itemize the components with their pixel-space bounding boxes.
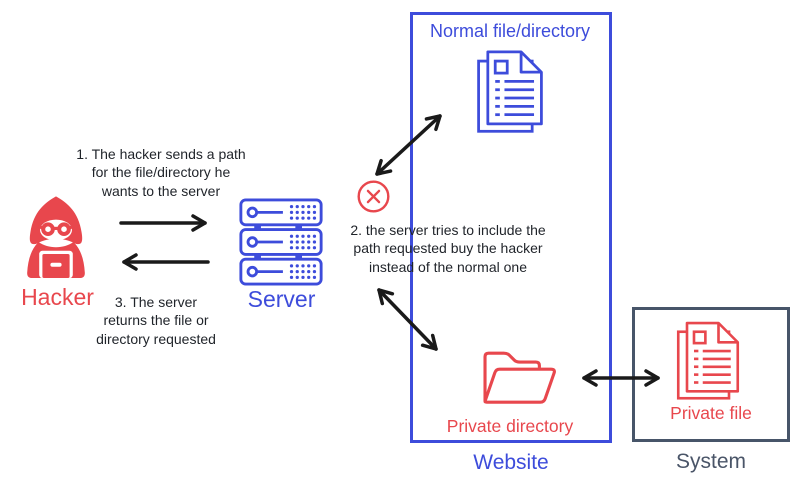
x-circle-icon [355,178,392,215]
private-file-label: Private file [670,403,752,423]
folder-icon [477,344,559,414]
website-label: Website [473,451,549,474]
document-stack-icon [473,50,547,135]
step1-text: 1. The hacker sends a path for the file/… [76,146,246,199]
arrow-server-normal-file [375,114,442,176]
normal-file-label: Normal file/directory [429,21,591,41]
step2-text: 2. the server tries to include the path … [350,222,546,275]
hacker-label: Hacker [21,284,94,310]
arrow-server-private-directory [377,288,438,351]
server-rack-icon [238,198,324,286]
server-label: Server [247,286,316,312]
step3-text: 3. The server returns the file or direct… [96,294,216,347]
hacker-icon [16,194,96,290]
document-stack-icon [673,321,743,402]
website-box [410,12,612,443]
system-label: System [675,450,746,473]
private-directory-label: Private directory [446,416,574,436]
